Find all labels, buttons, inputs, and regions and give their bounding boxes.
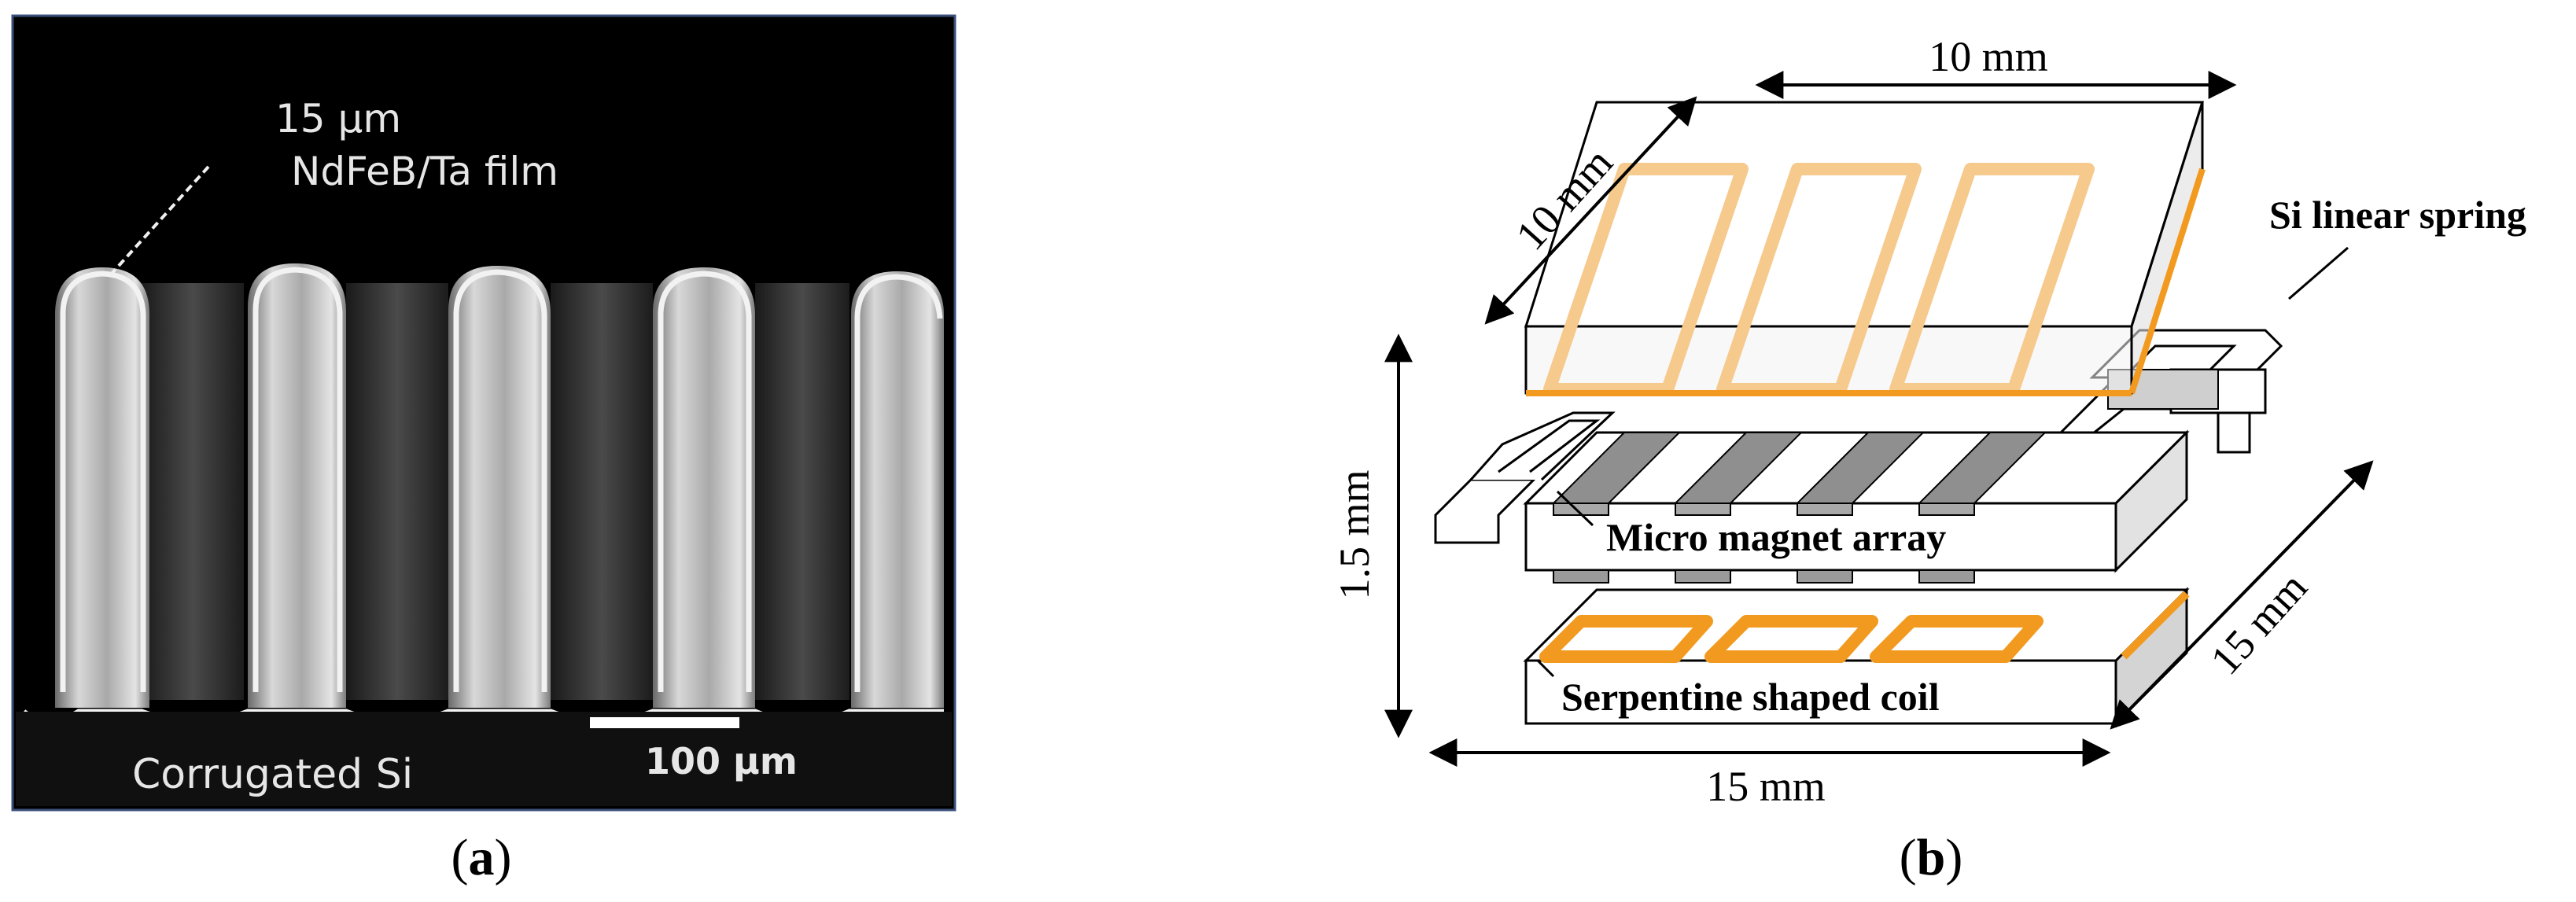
sem-substrate xyxy=(16,712,952,806)
sem-scale-bar-label: 100 µm xyxy=(645,740,798,782)
sem-grooves xyxy=(142,283,849,700)
left-linear-spring xyxy=(1469,411,1616,481)
spring-callout-line xyxy=(2288,246,2349,300)
coil-callout-line xyxy=(1536,659,1555,678)
panel-b-schematic: 10 mm 10 mm 1.5 mm 15 mm 15 mm Si linear… xyxy=(1331,33,2526,810)
dim-arrow-top-depth xyxy=(1484,96,1697,325)
panel-a-sem-image: 15 µm NdFeB/Ta film 100 µm Corrugated Si xyxy=(11,14,956,812)
sem-film-material-label: NdFeB/Ta film xyxy=(291,149,558,194)
sem-pillar-1 xyxy=(55,267,149,708)
micro-magnet-bars xyxy=(1551,432,2047,504)
dimension-arrows xyxy=(1384,71,2374,767)
sem-pillar-2 xyxy=(248,263,346,708)
caption-b: (b) xyxy=(1900,829,1963,886)
sem-pillar-4 xyxy=(653,267,755,708)
label-si-linear-spring: Si linear spring xyxy=(2269,193,2526,237)
sem-pillars xyxy=(55,263,944,708)
dim-height-label: 1.5 mm xyxy=(1331,469,1378,599)
caption-a: (a) xyxy=(451,829,512,886)
dim-top-width-label: 10 mm xyxy=(1929,33,2048,80)
sem-film-thickness-label: 15 µm xyxy=(275,96,401,142)
label-micro-magnet-array: Micro magnet array xyxy=(1606,515,1946,559)
magnet-callout-line xyxy=(1556,490,1594,527)
sem-substrate-label: Corrugated Si xyxy=(132,751,413,798)
left-spring-tab xyxy=(1434,478,1537,544)
dim-bottom-width-label: 15 mm xyxy=(1706,763,1826,810)
label-serpentine-coil: Serpentine shaped coil xyxy=(1561,675,1940,719)
dim-arrow-bottom-depth xyxy=(2110,460,2374,730)
micro-magnet-bars-bottom xyxy=(1553,569,1975,584)
dim-bottom-depth-label: 15 mm xyxy=(2202,564,2316,684)
top-coil-slab xyxy=(1524,101,2206,396)
sem-pillar-5 xyxy=(851,271,944,708)
sem-pillar-3 xyxy=(448,266,551,708)
sem-scale-bar xyxy=(590,717,739,728)
top-slab-top xyxy=(1524,101,2205,328)
bottom-serpentine-coil xyxy=(1539,615,2043,663)
